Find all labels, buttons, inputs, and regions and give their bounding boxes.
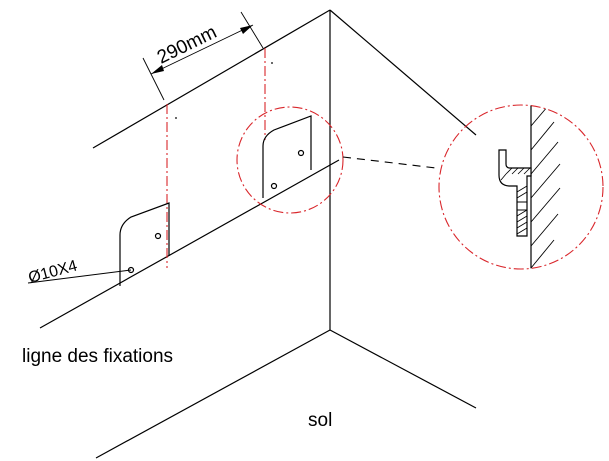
hole-spec-label: Ø10X4 — [27, 258, 80, 287]
dimension-label: 290mm — [154, 22, 220, 69]
bracket-right — [262, 115, 312, 198]
detail-bracket-section-hatch — [500, 167, 531, 235]
fixing-line — [39, 159, 340, 329]
bracket-left — [119, 202, 170, 286]
dimension-extension-left — [142, 57, 165, 101]
detail-marker-circle — [236, 106, 344, 214]
bracket-right-hole-bottom — [270, 182, 278, 190]
dimension-line — [150, 24, 254, 75]
dimension-arrow-right — [240, 25, 253, 34]
wall-top-edge-left — [92, 9, 331, 149]
floor-edge-right — [329, 329, 477, 409]
bracket-left-hole-top — [154, 232, 162, 240]
detail-link-line — [342, 156, 437, 169]
dimension-arrow-left — [151, 65, 164, 74]
detail-view-circle — [438, 104, 604, 270]
hole-spec-callout: Ø10X4 — [27, 258, 132, 287]
tick-left — [175, 117, 177, 119]
dimension-extension-right — [240, 11, 264, 49]
floor-label: sol — [308, 410, 332, 431]
dimension-290mm: 290mm — [142, 11, 264, 101]
leader-line — [27, 269, 132, 284]
tick-right — [271, 62, 273, 64]
detail-bracket-profile — [498, 149, 532, 237]
floor-edge-left — [95, 329, 331, 459]
fixing-line-label: ligne des fixations — [22, 346, 173, 367]
detail-view — [438, 104, 604, 270]
bracket-right-hole-top — [297, 149, 305, 157]
detail-wall-hatch — [530, 105, 561, 269]
wall-top-edge-right — [329, 9, 477, 136]
wall-outline — [39, 9, 477, 459]
